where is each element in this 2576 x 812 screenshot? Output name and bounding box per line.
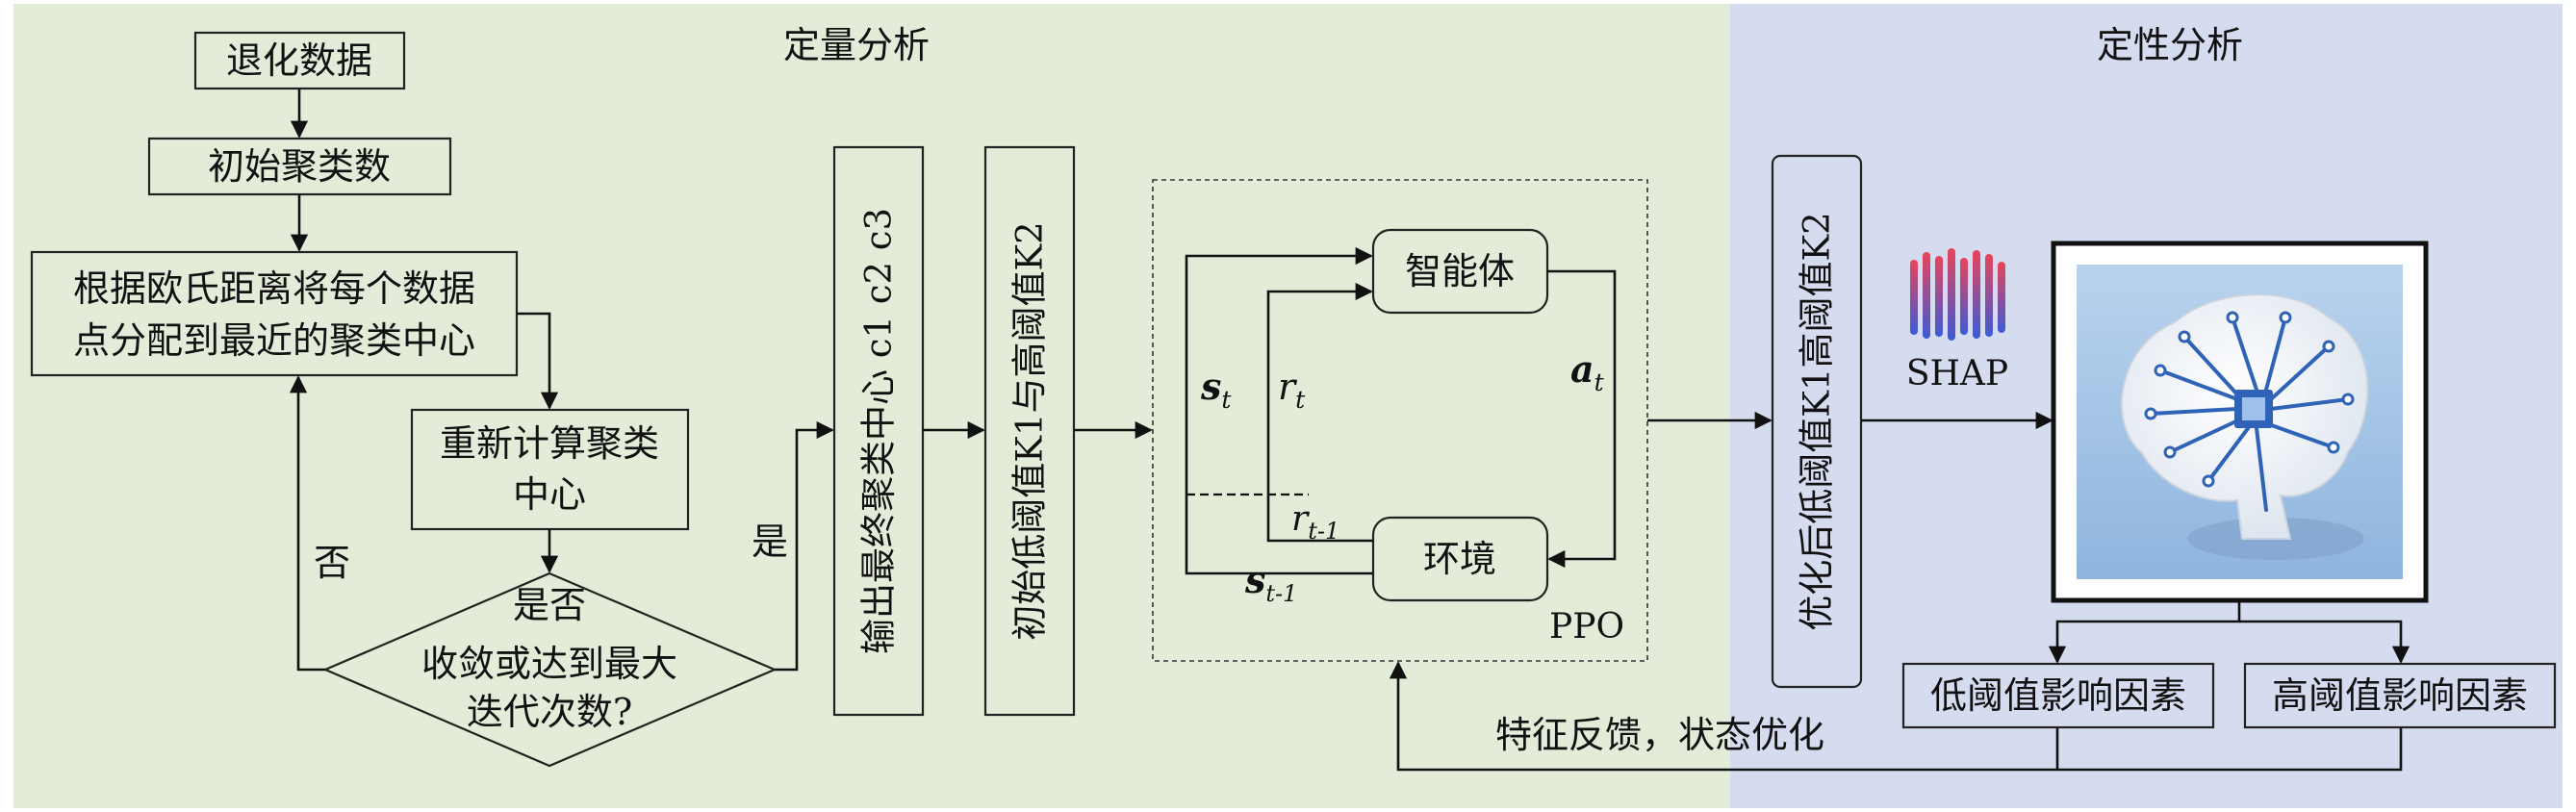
shap-logo-bar xyxy=(1910,260,1918,335)
decision-line1: 是否 xyxy=(513,584,586,626)
assign-points-line1: 根据欧氏距离将每个数据 xyxy=(73,267,475,310)
shap-logo-bar xyxy=(1985,254,1993,337)
shap-logo-bar xyxy=(1923,252,1930,339)
shap-logo-bar xyxy=(1973,250,1980,339)
action-arrow xyxy=(1547,269,1617,569)
arrow-no-loop xyxy=(289,375,325,672)
quantitative-title: 定量分析 xyxy=(783,24,930,66)
action-symbol: at xyxy=(1570,347,1605,396)
state-loop-arrow xyxy=(1185,246,1373,575)
decision-line2: 收敛或达到最大 xyxy=(421,643,677,685)
ppo-label: PPO xyxy=(1549,607,1624,647)
branch-to-high-factors xyxy=(2239,620,2410,664)
init-thresholds-label: 初始低阈值K1与高阈值K2 xyxy=(1009,221,1051,640)
low-factors-label: 低阈值影响因素 xyxy=(1930,674,2186,717)
shap-logo-bar xyxy=(1935,256,1943,337)
init-clusters-label: 初始聚类数 xyxy=(208,145,391,188)
arrow-assign-to-recompute xyxy=(517,312,559,410)
branch-to-low-factors xyxy=(2048,600,2241,664)
assign-points-line2: 点分配到最近的聚类中心 xyxy=(73,319,475,362)
output-centers-label: 输出最终聚类中心 c1 c2 c3 xyxy=(858,208,900,654)
ppo-frame xyxy=(1152,179,1648,662)
recompute-centers-line2: 中心 xyxy=(513,473,586,516)
feedback-arrow xyxy=(1389,661,2403,772)
optimized-thresholds-label: 优化后低阈值K1高阈值K2 xyxy=(1797,212,1838,630)
yes-label: 是 xyxy=(752,520,788,563)
reward-symbol: rt xyxy=(1278,366,1306,414)
arrow-yes-to-output xyxy=(775,420,834,672)
shap-logo-bar xyxy=(1998,262,2005,333)
prev-state-symbol: st-1 xyxy=(1244,558,1297,607)
feedback-label: 特征反馈，状态优化 xyxy=(1495,714,1824,756)
shap-logo-bar xyxy=(1948,248,1955,341)
shap-logo-bar xyxy=(1960,258,1968,335)
environment-box xyxy=(1371,516,1549,602)
agent-label: 智能体 xyxy=(1405,250,1515,292)
degraded-data-label: 退化数据 xyxy=(226,39,372,82)
decision-line3: 迭代次数? xyxy=(467,691,632,733)
no-label: 否 xyxy=(314,542,350,584)
brain-circuit-image xyxy=(2077,265,2403,579)
qualitative-title: 定性分析 xyxy=(2097,24,2243,66)
high-factors-label: 高阈值影响因素 xyxy=(2272,674,2528,717)
recompute-centers-line1: 重新计算聚类 xyxy=(440,422,659,465)
shap-label: SHAP xyxy=(1906,354,2008,393)
state-symbol: st xyxy=(1200,365,1232,414)
environment-label: 环境 xyxy=(1423,538,1496,580)
prev-reward-symbol: rt-1 xyxy=(1291,499,1339,545)
convergence-decision-diamond xyxy=(322,571,778,768)
reward-loop-arrow xyxy=(1266,282,1373,543)
shap-logo xyxy=(1910,248,2005,341)
